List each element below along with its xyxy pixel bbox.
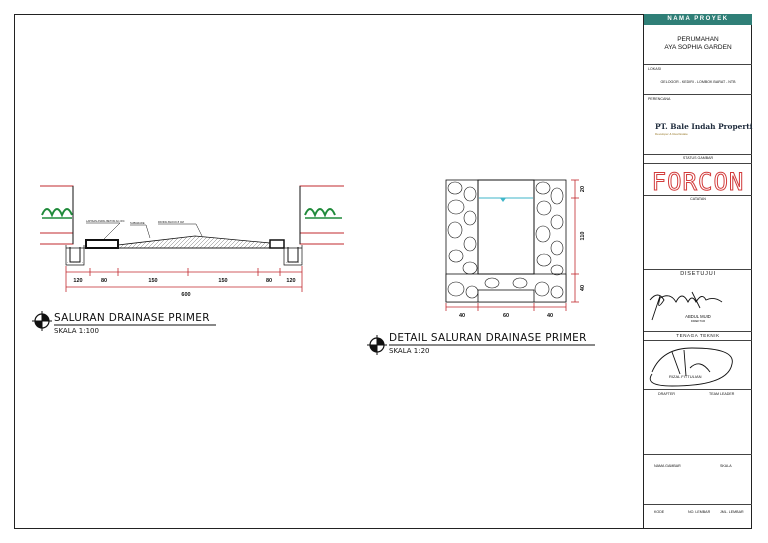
dimension-lines [65,266,303,292]
dimension-150-left: 150 [148,278,157,284]
drawing-2-scale: SKALA 1:20 [389,347,430,355]
status-value: FORCON [651,168,745,197]
dimension-total: 600 [181,292,190,298]
divider [644,94,752,95]
right-drain-channel [283,245,303,266]
divider [644,64,752,65]
annotation-leaders [86,222,203,242]
drain-detail-section: 40 60 40 20 110 40 [367,179,595,355]
stone-pattern [447,181,564,299]
notes-label: CATATAN [690,197,706,201]
right-shrub [304,208,336,218]
road-pavement [117,235,271,249]
annotation-paving: PAVING BLOCK 8 CM [158,220,184,224]
divider [644,163,752,164]
base-floor [477,289,535,303]
divider [644,504,752,505]
channel-opening [477,179,535,275]
company-tagline: Developer & Real Estate [655,132,688,136]
divider [644,331,752,332]
location-value: GELOGOR - KEDIRI - LOMBOK BARAT - NTB [660,80,736,84]
divider [644,454,752,455]
project-name-line2: AYA SOPHIA GARDEN [664,44,732,51]
status-label: STATUS GAMBAR [682,156,714,160]
left-shrub [41,208,73,218]
scale-label: SKALA [720,464,732,468]
divider [644,389,752,390]
dimension-80-left: 80 [101,278,107,284]
engineer-label: TENAGA TEKNIK [676,333,720,338]
divider [644,154,752,155]
location-label: LOKASI [648,67,661,71]
dimension-80-right: 80 [266,278,272,284]
title-block: NAMA PROYEK PERUMAHAN AYA SOPHIA GARDEN … [643,14,752,529]
project-name-line1: PERUMAHAN [677,36,719,43]
divider [644,340,752,341]
dimension-150-right: 150 [218,278,227,284]
drawing-2-title: DETAIL SALURAN DRAINASE PRIMER [389,332,587,344]
detail-dim-40-left: 40 [459,313,465,319]
detail-dim-110: 110 [580,232,586,241]
dimension-120-left: 120 [73,278,82,284]
left-fence [40,185,74,245]
drawing-sheet-border [14,14,752,529]
right-sidewalk [269,239,285,249]
left-drain-channel [65,245,85,266]
right-fence [299,185,344,245]
approved-label: DISETUJUI [680,271,716,277]
drawing-name-label: NAMA GAMBAR [654,464,681,468]
annotation-subgrade: SUBGRADE [130,221,145,225]
divider [644,269,752,270]
drawing-1-title: SALURAN DRAINASE PRIMER [54,312,210,324]
approver-role: DIREKTUR [690,319,706,323]
company-logo: PT. Bale Indah Properti Developer & Real… [652,118,753,140]
section-marker-icon [32,311,52,331]
drafter-label: DRAFTER [658,392,675,396]
company-name: PT. Bale Indah Properti [655,122,753,131]
approver-signature [649,291,723,321]
sheet-no-label: NO. LEMBAR [688,510,711,514]
detail-dim-60: 60 [503,313,509,319]
left-sidewalk [85,239,119,249]
project-header: NAMA PROYEK [644,14,752,25]
code-label: KODE [654,510,665,514]
engineer-name: RIZAL FITTULIAN [669,374,702,379]
approver-name: ABDUL MUID [685,314,711,319]
sheet-count-label: JML. LEMBAR [720,510,744,514]
detail-dim-40-height: 40 [580,285,586,291]
detail-dim-40-right: 40 [547,313,553,319]
dimension-120-right: 120 [286,278,295,284]
water-level-icon [500,198,506,202]
detail-dim-20: 20 [580,186,586,192]
road-cross-section: LAPISAN ASPAL BETON AC-WC SUBGRADE PAVIN… [32,185,344,331]
drawing-1-scale: SKALA 1:100 [54,327,99,335]
planner-label: PERENCANA [648,97,671,101]
section-marker-icon [367,335,387,355]
engineer-signature [649,347,733,387]
annotation-asphalt: LAPISAN ASPAL BETON AC-WC [86,219,125,223]
detail-dimension-lines [445,179,579,311]
divider [644,195,752,196]
team-leader-label: TEAM LEADER [709,392,735,396]
